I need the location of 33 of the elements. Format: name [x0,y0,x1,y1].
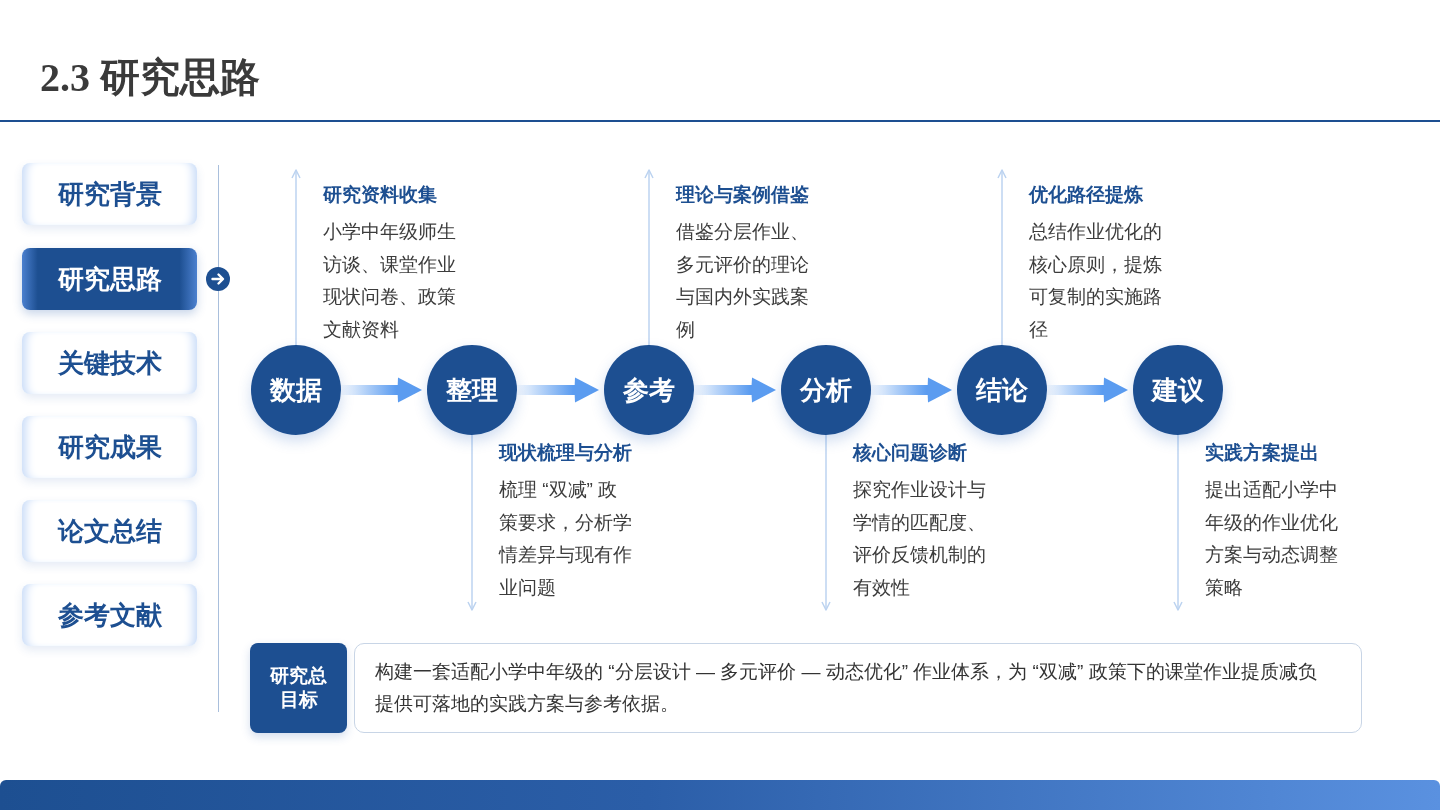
nav-tab: 研究背景 [22,163,197,225]
step-description: 小学中年级师生访谈、课堂作业现状问卷、政策文献资料 [323,220,457,342]
step-description: 探究作业设计与学情的匹配度、评价反馈机制的有效性 [853,478,987,600]
step-title: 研究资料收集 [323,183,437,207]
arrow-line [997,169,1007,346]
step-description: 提出适配小学中年级的作业优化方案与动态调整策略 [1205,478,1339,600]
step-title: 理论与案例借鉴 [676,183,809,207]
step-title: 实践方案提出 [1205,441,1319,465]
arrow-line [821,434,831,611]
step-title: 核心问题诊断 [853,441,967,465]
arrow-line [467,434,477,611]
step-circle: 结论 [957,345,1047,435]
nav-tab: 关键技术 [22,332,197,394]
step-circle: 数据 [251,345,341,435]
nav-tab: 论文总结 [22,500,197,562]
nav-tab: 参考文献 [22,584,197,646]
arrow-line [644,169,654,346]
nav-tab: 研究思路 [22,248,197,310]
step-circle: 建议 [1133,345,1223,435]
page-title: 2.3 研究思路 [40,54,260,102]
arrow-line [1173,434,1183,611]
step-description: 总结作业优化的核心原则，提炼可复制的实施路径 [1029,220,1163,342]
nav-tab: 研究成果 [22,416,197,478]
step-circle: 参考 [604,345,694,435]
step-circle: 分析 [781,345,871,435]
goal-label-tile: 研究总目标 [250,643,347,733]
step-title: 优化路径提炼 [1029,183,1143,207]
step-description: 梳理 “双减” 政策要求，分析学情差异与现有作业问题 [499,478,633,600]
step-title: 现状梳理与分析 [499,441,632,465]
step-circle: 整理 [427,345,517,435]
arrow-line [291,169,301,346]
goal-description-panel: 构建一套适配小学中年级的 “分层设计 — 多元评价 — 动态优化” 作业体系，为 “双减” 政策下的课堂作业提质减负提供可落地的实践方案与参考依据。 [354,643,1362,733]
step-description: 借鉴分层作业、多元评价的理论与国内外实践案例 [676,220,810,342]
